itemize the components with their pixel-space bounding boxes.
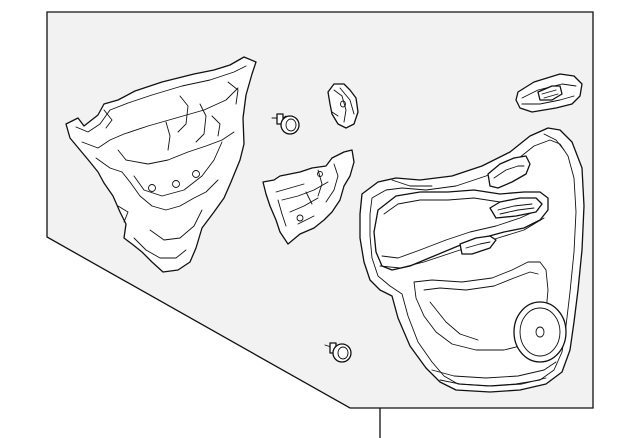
water-deflector — [262, 149, 355, 245]
door-trim-panel — [359, 127, 585, 393]
window-switch-bezel — [515, 73, 583, 113]
fastener-lower — [324, 342, 352, 363]
sound-insulator — [65, 56, 257, 273]
bracket — [327, 83, 359, 129]
fastener-upper — [271, 113, 300, 135]
